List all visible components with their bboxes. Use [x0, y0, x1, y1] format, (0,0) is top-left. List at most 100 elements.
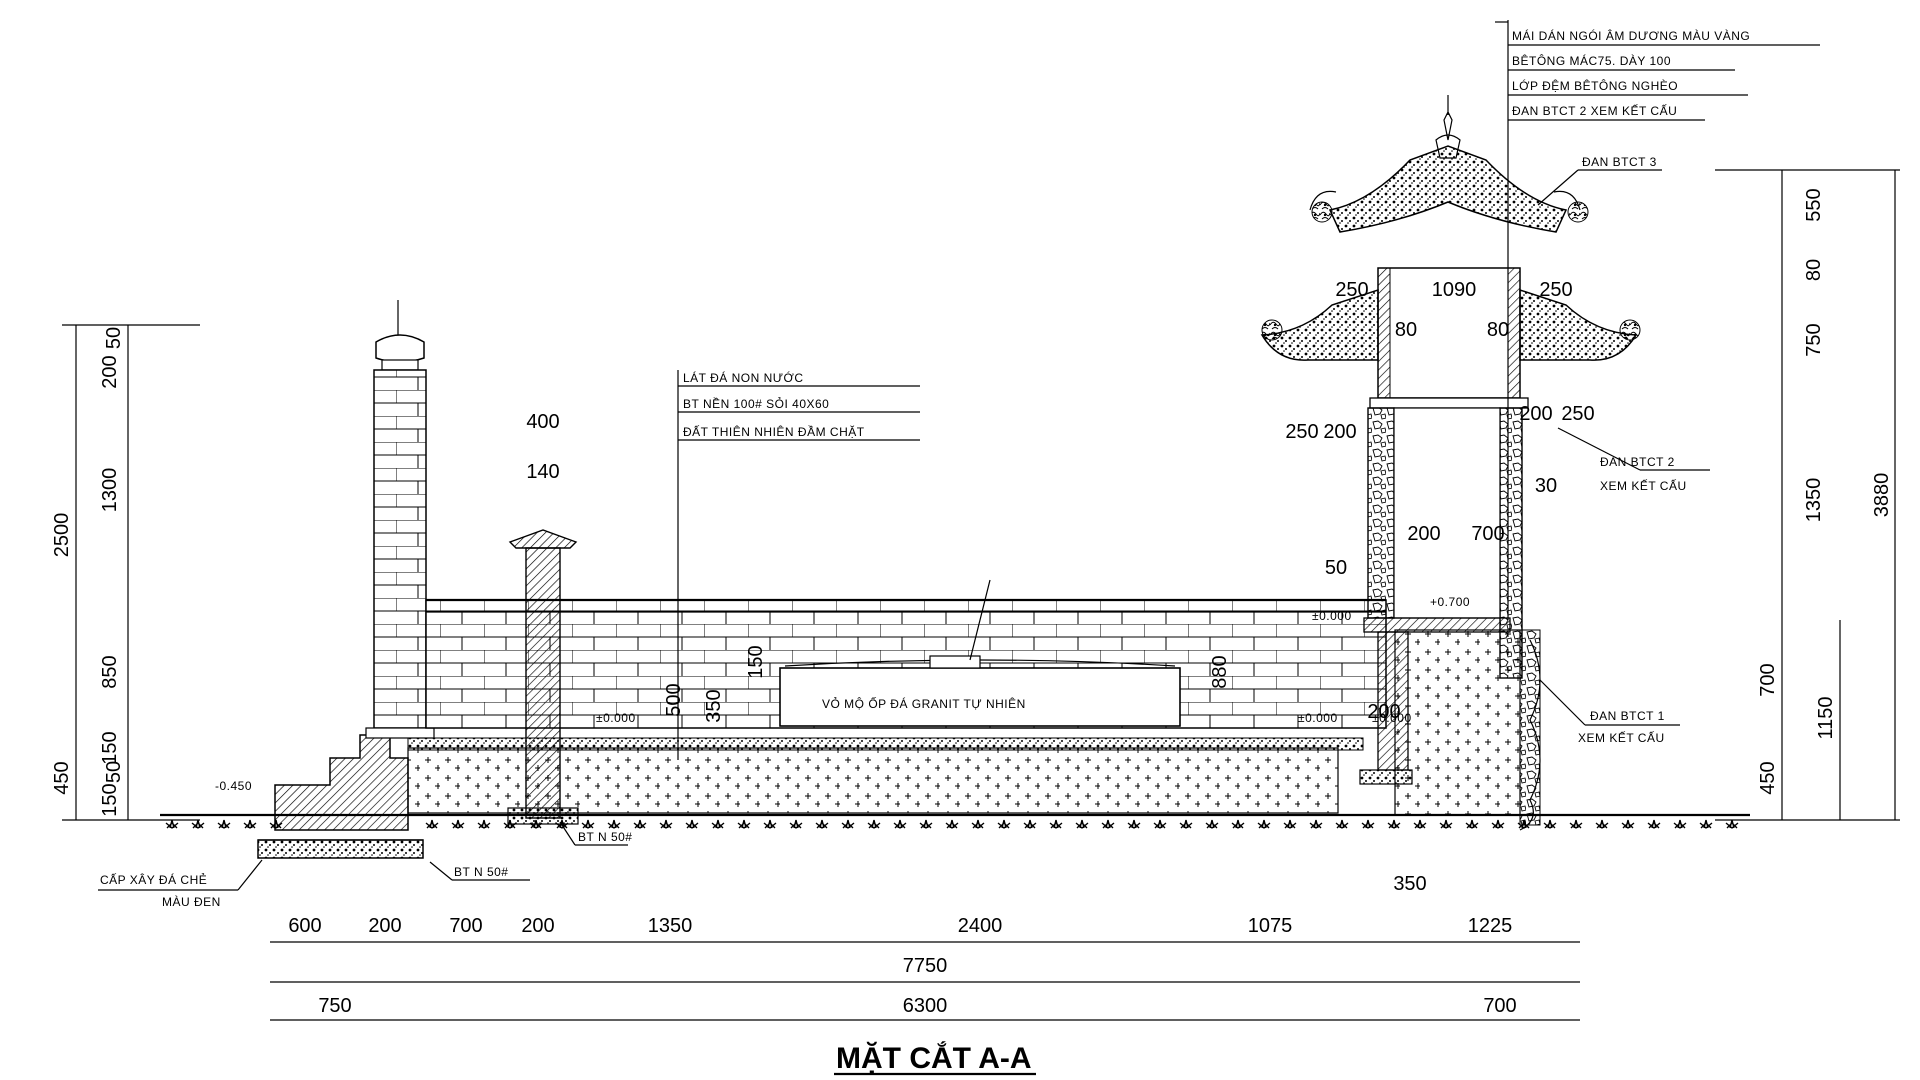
grass-tuft	[1023, 819, 1037, 829]
grass-tuft	[685, 819, 699, 829]
pavilion-soil-fill	[1394, 629, 1521, 816]
step-note-2: MÀU ĐEN	[162, 894, 221, 909]
dim-label: 200	[1407, 523, 1440, 545]
step-note-1: CẤP XÂY ĐÁ CHẺ	[100, 872, 207, 887]
dim-label: 250	[1285, 421, 1318, 443]
grass-tuft	[243, 819, 257, 829]
grass-tuft	[165, 819, 179, 829]
grass-tuft	[1491, 819, 1505, 829]
grass-tuft	[1595, 819, 1609, 829]
soil-fill	[407, 747, 1339, 814]
grass-tuft	[997, 819, 1011, 829]
levels: -0.450 ±0.000 ±0.000 ±0.000 +0.700 ±0.00…	[215, 595, 1470, 793]
dim-label: 150	[99, 783, 121, 816]
grass-tuft	[1179, 819, 1193, 829]
step-block	[274, 734, 409, 831]
dim-label: 750	[318, 995, 351, 1017]
dim-label: 700	[1471, 523, 1504, 545]
grass-tuft	[1101, 819, 1115, 829]
level-marker: ±0.000	[1372, 711, 1412, 725]
dim-label: 3880	[1871, 473, 1893, 518]
grass-tuft	[1309, 819, 1323, 829]
dim-label: 80	[1395, 319, 1417, 341]
dim-label: 600	[288, 915, 321, 937]
grass-tuft	[1205, 819, 1219, 829]
dim-label: 200	[1519, 403, 1552, 425]
grass-tuft	[1673, 819, 1687, 829]
grass-tuft	[789, 819, 803, 829]
dim-label: 1090	[1432, 279, 1477, 301]
level-marker: ±0.000	[596, 711, 636, 725]
pavilion	[1260, 95, 1641, 831]
dim-label: 2400	[958, 915, 1003, 937]
dim-label: 80	[1803, 259, 1825, 281]
grass-tuft	[893, 819, 907, 829]
grass-tuft	[1725, 819, 1739, 829]
grass-tuft	[1231, 819, 1245, 829]
grass-tuft	[1413, 819, 1427, 829]
dim-label: 1150	[1815, 696, 1837, 739]
dim-label: 200	[1367, 701, 1400, 723]
grass-tuft	[1543, 819, 1557, 829]
dan-btct2-note-2: XEM KẾT CẤU	[1600, 478, 1687, 493]
dim-label: 1350	[1803, 478, 1825, 523]
dim-label: 550	[1803, 188, 1825, 221]
grass-tuft	[1049, 819, 1063, 829]
tomb-note: VỎ MỘ ỐP ĐÁ GRANIT TỰ NHIÊN	[822, 696, 1026, 711]
grass-tuft	[1647, 819, 1661, 829]
dim-label: 140	[526, 461, 559, 483]
roof-note-2: BÊTÔNG MÁC75. DÀY 100	[1512, 53, 1671, 68]
dim-label: 6300	[903, 995, 948, 1017]
dimension-lines	[62, 169, 1900, 1021]
grass-tuft	[867, 819, 881, 829]
floor-gravel	[407, 737, 1364, 751]
dim-label: 150	[99, 731, 121, 764]
dim-label: 200	[1323, 421, 1356, 443]
dim-label: 150	[745, 645, 767, 678]
dim-label: 250	[1539, 279, 1572, 301]
grass-tuft	[607, 819, 621, 829]
dan-btct3-note: ĐAN BTCT 3	[1582, 155, 1657, 169]
grass-tuft	[1699, 819, 1713, 829]
grass-tuft	[1075, 819, 1089, 829]
dim-label: 450	[1757, 761, 1779, 794]
level-marker: ±0.000	[1312, 609, 1352, 623]
grass-tuft	[1439, 819, 1453, 829]
dim-label: 30	[1535, 475, 1557, 497]
grass-tuft	[1283, 819, 1297, 829]
tomb	[779, 655, 1181, 727]
floor-note-3: ĐẤT THIÊN NHIÊN ĐẦM CHẶT	[683, 424, 865, 439]
grass-tuft	[1465, 819, 1479, 829]
dim-label: 500	[663, 683, 685, 716]
grass-tuft	[451, 819, 465, 829]
dim-label: 700	[1483, 995, 1516, 1017]
dim-label: 350	[1393, 873, 1426, 895]
bt-mid-note: BT N 50#	[578, 830, 632, 844]
dim-label: 400	[526, 411, 559, 433]
dan-btct1-note-2: XEM KẾT CẤU	[1578, 730, 1665, 745]
dim-label: 250	[1561, 403, 1594, 425]
dim-label: 700	[449, 915, 482, 937]
dim-label: 200	[99, 355, 121, 388]
grass-tuft	[217, 819, 231, 829]
notes: MÁI DÁN NGÓI ÂM DƯƠNG MÀU VÀNG BÊTÔNG MÁ…	[100, 28, 1750, 909]
bt-left-note: BT N 50#	[454, 865, 508, 879]
grass-tuft	[1335, 819, 1349, 829]
grass-tuft	[919, 819, 933, 829]
dim-label: 200	[521, 915, 554, 937]
dan-btct1-note-1: ĐAN BTCT 1	[1590, 709, 1665, 723]
grass-tuft	[815, 819, 829, 829]
grass-tuft	[737, 819, 751, 829]
floor-note-2: BT NỀN 100# SỎI 40X60	[683, 396, 829, 411]
dim-label: 1350	[648, 915, 693, 937]
grass-tuft	[191, 819, 205, 829]
dim-label: 50	[1325, 557, 1347, 579]
grass-tuft	[1361, 819, 1375, 829]
grass-tuft	[1257, 819, 1271, 829]
step-footing	[257, 839, 424, 859]
roof-note-4: ĐAN BTCT 2 XEM KẾT CẤU	[1512, 103, 1677, 118]
small-column	[507, 529, 579, 825]
grass-tuft	[1153, 819, 1167, 829]
